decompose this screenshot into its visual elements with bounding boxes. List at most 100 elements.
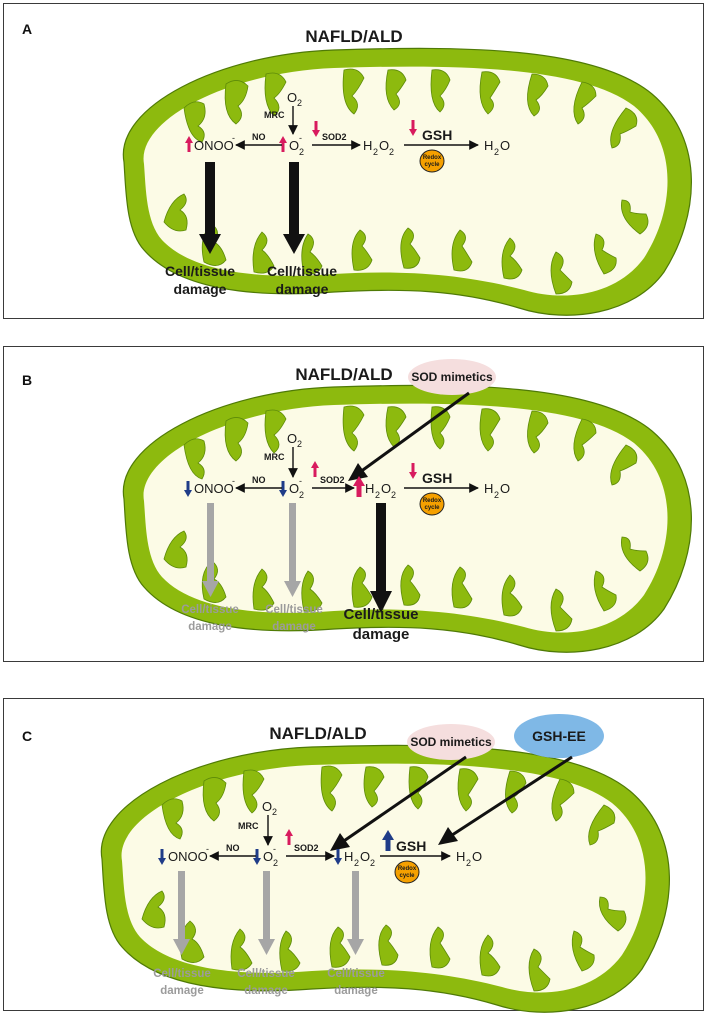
damage-arrow [258, 871, 275, 955]
mrc-label: MRC [238, 821, 259, 831]
svg-text:H: H [365, 481, 374, 496]
svg-text:Redox: Redox [423, 155, 442, 161]
up-arrow-icon [311, 461, 319, 468]
up-arrow-icon [382, 830, 394, 840]
down-arrow-icon [184, 490, 192, 497]
up-arrow-icon [285, 829, 293, 836]
damage-arrow [347, 871, 364, 955]
down-arrow-icon [312, 130, 320, 137]
panel-title: NAFLD/ALD [305, 27, 402, 46]
svg-text:2: 2 [297, 439, 302, 449]
gsh-ee-bubble: GSH-EE [514, 714, 604, 758]
peroxynitrite-label: ONOO - [194, 476, 235, 496]
up-arrow-icon [185, 136, 193, 143]
superoxide-label: O 2 - [263, 844, 278, 868]
svg-text:Cell/tissue: Cell/tissue [181, 604, 239, 616]
up-arrow-icon [279, 136, 287, 143]
down-arrow-icon [253, 858, 261, 865]
svg-text:damage: damage [353, 626, 410, 643]
svg-text:H: H [456, 849, 465, 864]
svg-text:2: 2 [273, 858, 278, 868]
svg-text:2: 2 [299, 147, 304, 157]
damage-label: Cell/tissue damage [343, 606, 418, 643]
panel-b: B NAFLD/ALD SOD mimetics O 2 MRC O 2 - N… [3, 346, 704, 662]
svg-text:2: 2 [299, 490, 304, 500]
panel-letter: B [22, 372, 32, 388]
svg-text:SOD mimetics: SOD mimetics [411, 370, 493, 384]
gsh-label: GSH [396, 838, 426, 854]
panel-c-diagram: C NAFLD/ALD SOD mimetics GSH-EE O 2 MRC … [22, 714, 671, 1013]
superoxide-label: O 2 - [289, 133, 304, 157]
svg-text:O: O [472, 849, 482, 864]
svg-text:damage: damage [244, 985, 287, 997]
svg-text:SOD mimetics: SOD mimetics [410, 735, 492, 749]
svg-text:damage: damage [276, 281, 329, 297]
down-arrow-icon [279, 490, 287, 497]
damage-label: Cell/tissue damage [153, 968, 211, 997]
svg-text:O: O [500, 481, 510, 496]
damage-arrow [370, 503, 392, 613]
svg-text:2: 2 [297, 98, 302, 108]
svg-text:Cell/tissue: Cell/tissue [153, 968, 211, 980]
sod-mimetics-bubble: SOD mimetics [408, 359, 496, 395]
damage-arrow [284, 503, 301, 597]
no-label: NO [252, 475, 266, 485]
svg-text:2: 2 [373, 147, 378, 157]
svg-text:ONOO: ONOO [194, 138, 234, 153]
svg-text:2: 2 [370, 858, 375, 868]
svg-text:O: O [287, 431, 297, 446]
svg-text:O: O [289, 138, 299, 153]
svg-text:-: - [299, 476, 302, 486]
damage-label: Cell/tissue damage [327, 968, 385, 997]
svg-text:O: O [287, 90, 297, 105]
water-label: H 2 O [456, 849, 482, 868]
svg-text:Cell/tissue: Cell/tissue [165, 263, 235, 279]
svg-text:2: 2 [494, 490, 499, 500]
svg-text:2: 2 [272, 807, 277, 817]
svg-text:-: - [232, 133, 235, 143]
hydrogen-peroxide-label: H 2 O 2 [344, 849, 375, 868]
svg-text:2: 2 [375, 490, 380, 500]
hydrogen-peroxide-label: H 2 O 2 [365, 481, 396, 500]
sod2-label: SOD2 [322, 132, 347, 142]
panel-title: NAFLD/ALD [295, 365, 392, 384]
redox-cycle-badge: Redox cycle [419, 492, 445, 516]
svg-text:-: - [232, 476, 235, 486]
redox-cycle-badge: Redox cycle [394, 860, 420, 884]
treatment-arrow [438, 827, 458, 845]
no-label: NO [226, 843, 240, 853]
damage-arrow [202, 503, 219, 597]
svg-text:O: O [381, 481, 391, 496]
svg-text:Cell/tissue: Cell/tissue [237, 968, 295, 980]
svg-text:damage: damage [160, 985, 203, 997]
down-arrow-icon [334, 858, 342, 865]
svg-text:Cell/tissue: Cell/tissue [327, 968, 385, 980]
oxygen-label: O 2 [262, 799, 277, 817]
oxygen-label: O 2 [287, 90, 302, 108]
gsh-label: GSH [422, 127, 452, 143]
superoxide-label: O 2 - [289, 476, 304, 500]
svg-text:ONOO: ONOO [168, 849, 208, 864]
sod2-label: SOD2 [320, 475, 345, 485]
svg-text:2: 2 [466, 858, 471, 868]
damage-label: Cell/tissue damage [181, 604, 239, 633]
svg-text:Cell/tissue: Cell/tissue [343, 606, 418, 623]
svg-text:-: - [299, 133, 302, 143]
damage-label: Cell/tissue damage [267, 263, 337, 297]
svg-text:cycle: cycle [424, 162, 440, 168]
svg-text:2: 2 [391, 490, 396, 500]
svg-text:O: O [360, 849, 370, 864]
water-label: H 2 O [484, 481, 510, 500]
down-arrow-icon [409, 129, 417, 136]
damage-arrow [283, 162, 305, 254]
sod-mimetics-bubble: SOD mimetics [407, 724, 495, 760]
svg-text:O: O [500, 138, 510, 153]
panel-c: C NAFLD/ALD SOD mimetics GSH-EE O 2 MRC … [3, 698, 704, 1013]
svg-text:Redox: Redox [398, 866, 417, 872]
damage-arrow [173, 871, 190, 955]
svg-text:2: 2 [354, 858, 359, 868]
gsh-label: GSH [422, 470, 452, 486]
svg-text:O: O [263, 849, 273, 864]
damage-arrow [199, 162, 221, 254]
damage-label: Cell/tissue damage [165, 263, 235, 297]
